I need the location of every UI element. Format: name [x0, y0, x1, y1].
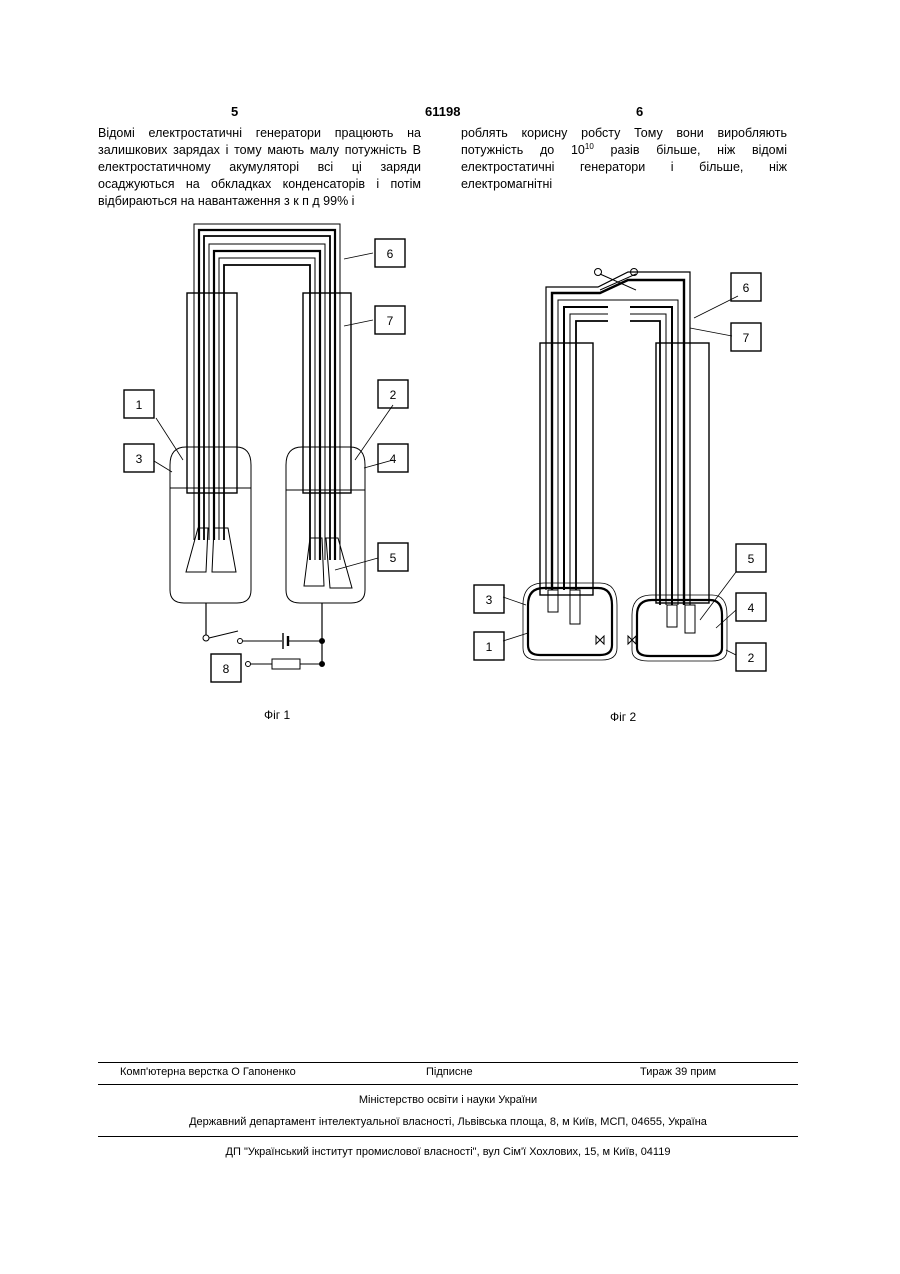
- fig1-wire-2: [204, 236, 330, 560]
- fig1-label-7: 7: [387, 314, 394, 328]
- fig2-label-3: 3: [486, 593, 493, 607]
- fig1-label-4: 4: [390, 452, 397, 466]
- figure-2-caption: Фіг 2: [610, 710, 636, 724]
- fig2-label-7: 7: [743, 331, 750, 345]
- fig2-label-4: 4: [748, 601, 755, 615]
- fig1-wire-outer: [194, 224, 340, 560]
- footer-rule-top: [98, 1062, 798, 1063]
- footer-rule-middle: [98, 1084, 798, 1085]
- fig1-wire-5: [219, 258, 315, 560]
- figure-1-drawing: 1 2 3 4 5 6 7 8: [0, 0, 900, 760]
- footer-circulation: Тираж 39 прим: [640, 1066, 716, 1078]
- figure-2-drawing: [474, 269, 766, 672]
- figure-1-caption: Фіг 1: [264, 708, 290, 722]
- footer-department: Державний департамент інтелектуальної вл…: [98, 1116, 798, 1128]
- fig1-label-1: 1: [136, 398, 143, 412]
- fig1-vessel-left: [170, 447, 251, 603]
- fig2-label-1: 1: [486, 640, 493, 654]
- fig1-label-3: 3: [136, 452, 143, 466]
- fig2-label-6: 6: [743, 281, 750, 295]
- fig2-label-5: 5: [748, 552, 755, 566]
- footer-signed: Підписне: [426, 1066, 473, 1078]
- fig1-label-6: 6: [387, 247, 394, 261]
- footer-institute: ДП "Український інститут промислової вла…: [98, 1146, 798, 1158]
- fig2-label-2: 2: [748, 651, 755, 665]
- fig1-label-8: 8: [223, 662, 230, 676]
- fig1-wire-4: [214, 251, 320, 560]
- footer-rule-bottom: [98, 1136, 798, 1137]
- footer-typesetting: Комп'ютерна верстка О Гапоненко: [120, 1066, 296, 1078]
- fig1-label-5: 5: [390, 551, 397, 565]
- fig1-label-2: 2: [390, 388, 397, 402]
- footer-ministry: Міністерство освіти і науки України: [98, 1094, 798, 1106]
- fig1-wire-3: [209, 244, 325, 560]
